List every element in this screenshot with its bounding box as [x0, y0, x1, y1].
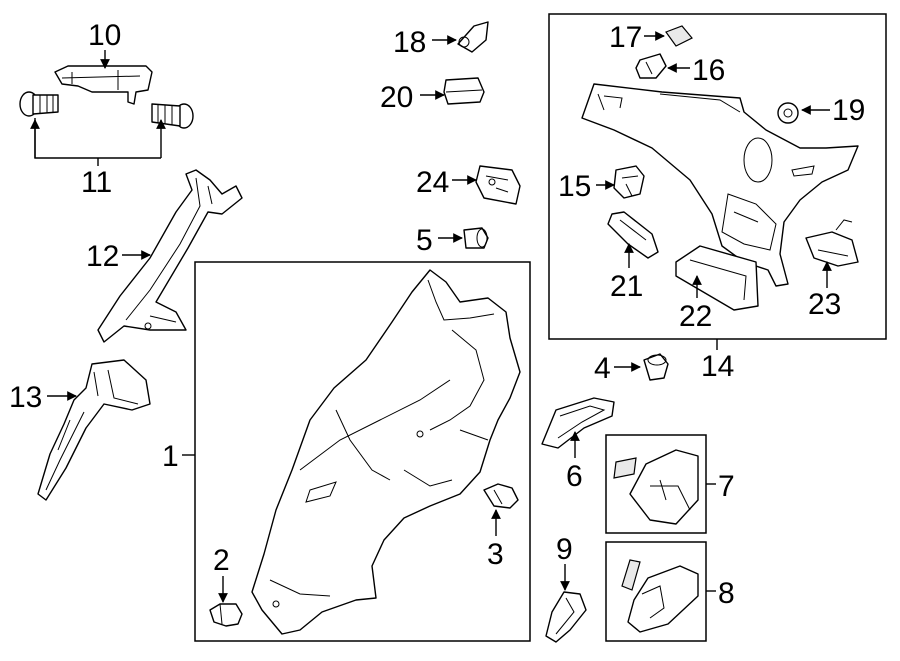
callout-24: 24 [416, 166, 449, 199]
callout-2: 2 [213, 544, 230, 577]
part-23-lamp [805, 219, 859, 267]
callout-9: 9 [556, 533, 573, 566]
part-4-grommet [643, 353, 669, 381]
callout-10: 10 [88, 19, 121, 52]
part-7-kit [613, 449, 699, 525]
part-13-reinforcement [37, 359, 151, 501]
callout-5: 5 [416, 224, 433, 257]
callout-1: 1 [162, 440, 179, 473]
callout-23: 23 [808, 288, 841, 321]
callout-19: 19 [832, 94, 865, 127]
part-24-plate [475, 165, 521, 205]
callout-15: 15 [558, 170, 591, 203]
callout-14: 14 [701, 350, 734, 383]
callout-17: 17 [609, 21, 642, 54]
part-trim-panel [581, 83, 859, 287]
part-20-pad [443, 77, 485, 105]
part-22-tray [675, 245, 759, 311]
part-3-clip [483, 483, 519, 509]
part-11-bolt-right [151, 103, 194, 129]
part-2-clip [209, 603, 243, 627]
callout-20: 20 [380, 81, 413, 114]
callout-22: 22 [679, 300, 712, 333]
part-5-plug [463, 227, 489, 249]
part-12-pillar-bracket [97, 169, 243, 343]
callout-13: 13 [9, 381, 42, 414]
part-16-clip [635, 53, 667, 79]
part-18-push-clip [457, 21, 489, 53]
part-15-clip [613, 165, 645, 199]
part-11-bolt-left [19, 91, 59, 117]
callout-7: 7 [718, 470, 735, 503]
part-17-pad [665, 25, 693, 47]
part-8-kit [621, 559, 699, 633]
callout-8: 8 [718, 577, 735, 610]
part-19-nut [777, 102, 799, 124]
lead-11 [34, 118, 161, 159]
part-1-quarter-panel [251, 269, 521, 635]
part-21-handle [607, 211, 659, 259]
callout-21: 21 [610, 270, 643, 303]
callout-12: 12 [86, 240, 119, 273]
callout-11: 11 [81, 166, 112, 199]
quarter-panel-frame [194, 261, 531, 642]
callout-16: 16 [692, 54, 725, 87]
part-6-bezel [541, 397, 615, 449]
callout-18: 18 [393, 26, 426, 59]
callout-4: 4 [594, 352, 611, 385]
callout-6: 6 [566, 460, 583, 493]
callout-3: 3 [487, 538, 504, 571]
part-9-cap [545, 591, 587, 643]
part-10-bracket [54, 65, 153, 105]
